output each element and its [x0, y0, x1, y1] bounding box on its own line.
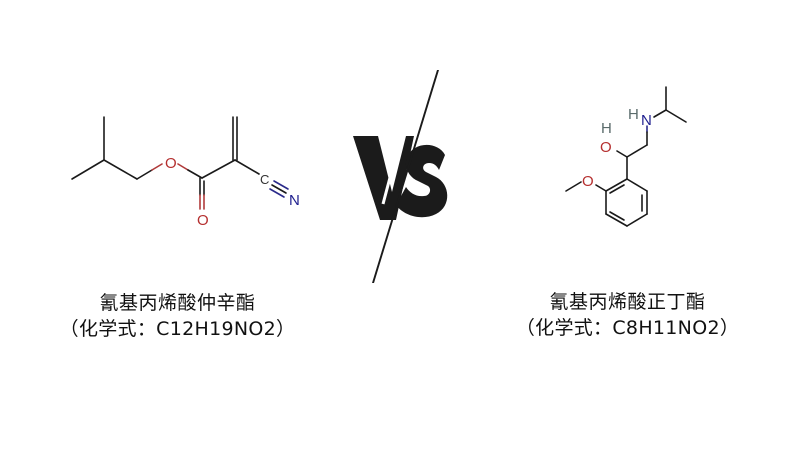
- amine-nitrogen-label: N: [641, 112, 652, 129]
- methoxy-oxygen-label: O: [582, 173, 594, 190]
- versus-icon: [353, 70, 448, 283]
- left-compound-name: 氰基丙烯酸仲辛酯: [99, 292, 256, 314]
- right-compound-formula: （化学式：C8H11NO2）: [515, 317, 740, 339]
- ester-oxygen-label: O: [165, 155, 177, 172]
- nitrile-carbon-label: C: [260, 172, 269, 187]
- right-compound-caption: 氰基丙烯酸正丁酯 （化学式：C8H11NO2）: [490, 289, 765, 341]
- amine-hydrogen-label: H: [628, 106, 639, 123]
- left-compound-caption: 氰基丙烯酸仲辛酯 （化学式：C12H19NO2）: [40, 290, 315, 342]
- carbonyl-oxygen-label: O: [197, 212, 209, 229]
- right-molecule-structure: H N H O O: [565, 86, 687, 227]
- right-compound-name: 氰基丙烯酸正丁酯: [549, 291, 706, 313]
- left-molecule-structure: O O C N: [71, 116, 300, 229]
- left-compound-formula: （化学式：C12H19NO2）: [59, 318, 296, 340]
- hydroxyl-oxygen-label: O: [600, 139, 612, 156]
- hydroxyl-hydrogen-label: H: [601, 120, 612, 137]
- nitrile-nitrogen-label: N: [289, 192, 300, 209]
